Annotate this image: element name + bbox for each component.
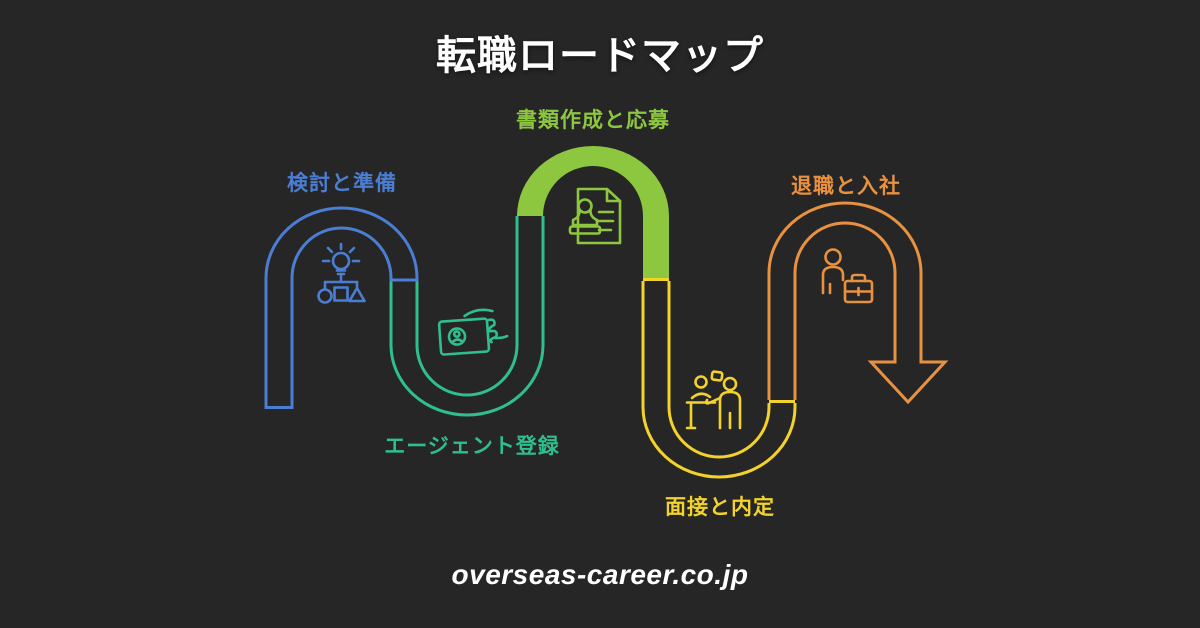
stage-5-label: 退職と入社	[791, 175, 901, 198]
stage-3-road	[517, 146, 669, 278]
stage-1-road	[264, 206, 419, 409]
stage-5-road	[767, 201, 949, 405]
stage-3-label: 書類作成と応募	[516, 109, 670, 132]
page-title: 転職ロードマップ	[436, 34, 764, 78]
stage-2-label: エージェント登録	[384, 435, 560, 458]
person-briefcase-icon	[821, 248, 874, 304]
site-url: overseas-career.co.jp	[451, 559, 749, 590]
id-card-hand-icon	[437, 308, 509, 356]
interview-icon	[685, 370, 742, 430]
document-stamp-icon	[568, 187, 622, 245]
arrow-down-icon	[767, 201, 949, 405]
idea-selection-icon	[317, 242, 366, 304]
stage-4-label: 面接と内定	[665, 496, 775, 519]
stage-1-label: 検討と準備	[287, 172, 397, 195]
stage-4-road	[641, 278, 797, 479]
